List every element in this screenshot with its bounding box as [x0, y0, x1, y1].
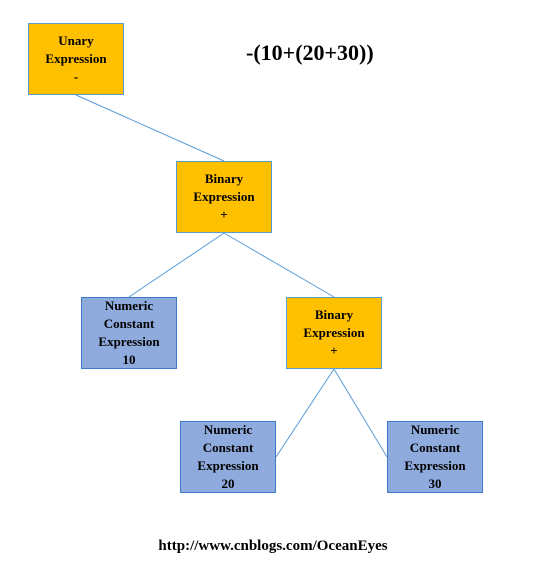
node-label: Binary	[204, 171, 244, 186]
node-label: Expression	[45, 51, 107, 66]
node-label: Numeric	[203, 422, 253, 437]
node-label: Expression	[197, 458, 259, 473]
node-label: Unary	[58, 33, 94, 48]
edge-unary-to-binary	[75, 94, 225, 162]
edge-binary-to-constant-30	[333, 368, 388, 458]
numeric-constant-node-30: Numeric Constant Expression 30	[387, 421, 483, 493]
node-label: Numeric	[410, 422, 460, 437]
numeric-constant-node-20: Numeric Constant Expression 20	[180, 421, 276, 493]
node-label: Expression	[404, 458, 466, 473]
unary-expression-node: Unary Expression -	[28, 23, 124, 95]
binary-expression-node-inner: Binary Expression +	[286, 297, 382, 369]
node-label: Constant	[202, 440, 254, 455]
node-label: Expression	[193, 189, 255, 204]
node-value: 30	[428, 476, 442, 491]
edge-binary-to-constant-20	[275, 368, 335, 458]
edge-binary-to-constant-10	[128, 232, 225, 298]
node-label: Numeric	[104, 298, 154, 313]
node-label: Expression	[98, 334, 160, 349]
node-label: Constant	[103, 316, 155, 331]
node-label: Binary	[314, 307, 354, 322]
node-operator: +	[220, 207, 228, 222]
expression-title: -(10+(20+30))	[246, 40, 374, 65]
node-value: 20	[221, 476, 235, 491]
node-label: Constant	[409, 440, 461, 455]
node-operator: +	[330, 343, 338, 358]
node-operator: -	[73, 69, 79, 84]
numeric-constant-node-10: Numeric Constant Expression 10	[81, 297, 177, 369]
edge-binary-to-binary	[223, 232, 335, 298]
node-label: Expression	[303, 325, 365, 340]
footer-url: http://www.cnblogs.com/OceanEyes	[158, 538, 388, 554]
node-value: 10	[122, 352, 136, 367]
binary-expression-node-root: Binary Expression +	[176, 161, 272, 233]
